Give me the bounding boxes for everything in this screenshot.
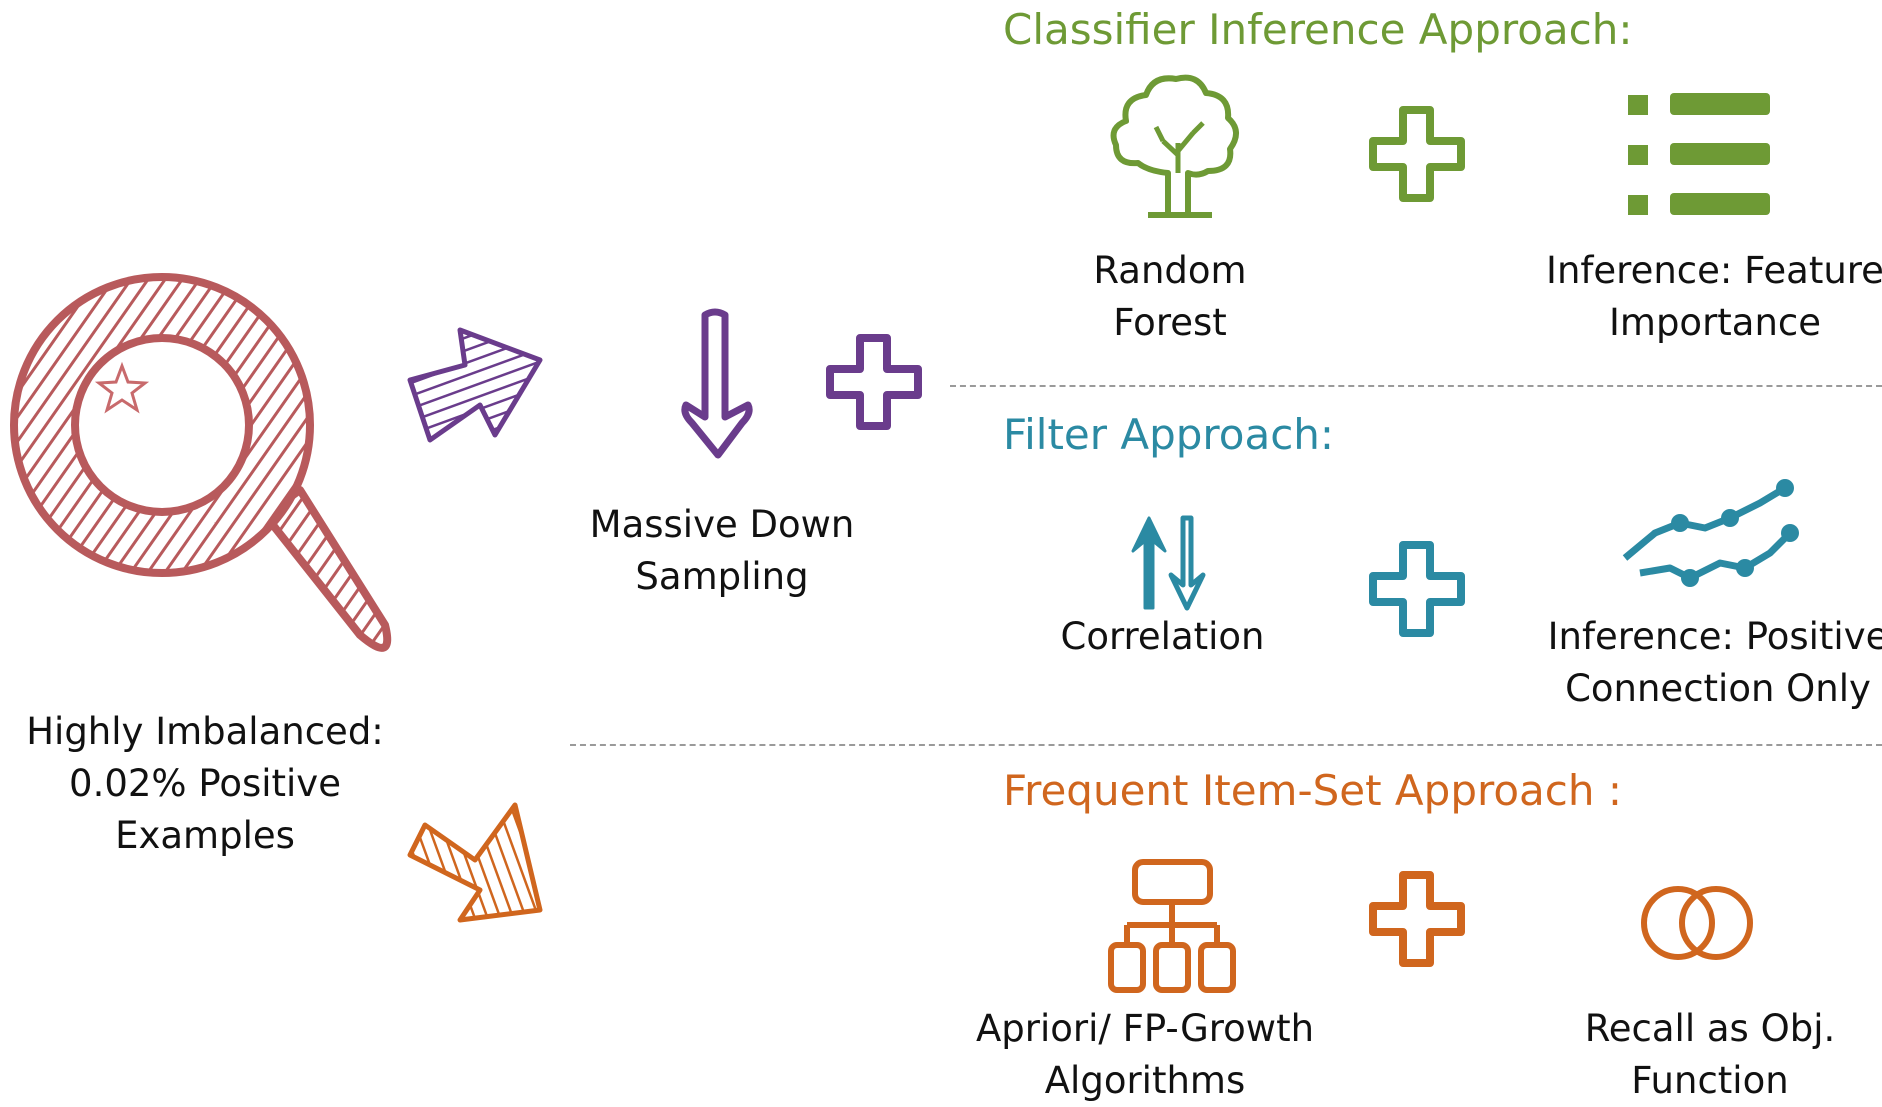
magnifier-icon [10,273,392,652]
divider-bottom [570,744,1882,746]
apriori-label: Apriori/ FP-Growth Algorithms [955,1003,1335,1107]
positive-connection-label-line1: Inference: Positive [1547,615,1882,658]
correlation-label-line1: Correlation [1060,615,1265,658]
positive-connection-label: Inference: Positive Connection Only [1538,611,1882,715]
random-forest-label-line2: Forest [1113,301,1227,344]
recall-objective-label-line1: Recall as Obj. [1584,1007,1836,1050]
down-arrow-icon [681,308,753,459]
random-forest-label-line1: Random [1093,249,1247,292]
tree-icon [1110,74,1239,218]
downsampling-label-line1: Massive Down [589,503,855,546]
apriori-label-line1: Apriori/ FP-Growth [975,1007,1315,1050]
plus-icon-purple [826,334,922,430]
plus-icon-teal [1369,541,1465,637]
divider-top [950,385,1882,387]
plus-icon-orange [1369,871,1465,967]
hierarchy-icon [1108,859,1236,993]
imbalance-label-line1: Highly Imbalanced: [26,710,384,753]
feature-importance-label-line2: Importance [1608,301,1822,344]
imbalance-label: Highly Imbalanced: 0.02% Positive Exampl… [0,706,410,862]
imbalance-label-line2: 0.02% Positive Examples [69,762,341,857]
recall-objective-label: Recall as Obj. Function [1545,1003,1875,1107]
positive-connection-label-line2: Connection Only [1565,667,1871,710]
downsampling-label-line2: Sampling [635,555,809,598]
rings-icon [1641,886,1753,960]
network-icon [1622,479,1799,587]
random-forest-label: Random Forest [1040,245,1300,349]
frequent-itemset-section-title: Frequent Item-Set Approach : [1003,766,1622,815]
apriori-label-line2: Algorithms [1044,1059,1246,1102]
correlation-label: Correlation [1020,611,1305,663]
plus-icon-green [1369,106,1465,202]
purple-arrow-icon [407,327,543,443]
downsampling-label: Massive Down Sampling [572,499,872,603]
list-icon [1628,93,1770,215]
sort-arrows-icon [1131,515,1206,611]
classifier-section-title: Classifier Inference Approach: [1003,5,1633,54]
feature-importance-label: Inference: Feature Importance [1535,245,1882,349]
recall-objective-label-line2: Function [1631,1059,1789,1102]
filter-section-title: Filter Approach: [1003,410,1335,459]
feature-importance-label-line1: Inference: Feature [1546,249,1882,292]
orange-arrow-icon [407,802,543,923]
